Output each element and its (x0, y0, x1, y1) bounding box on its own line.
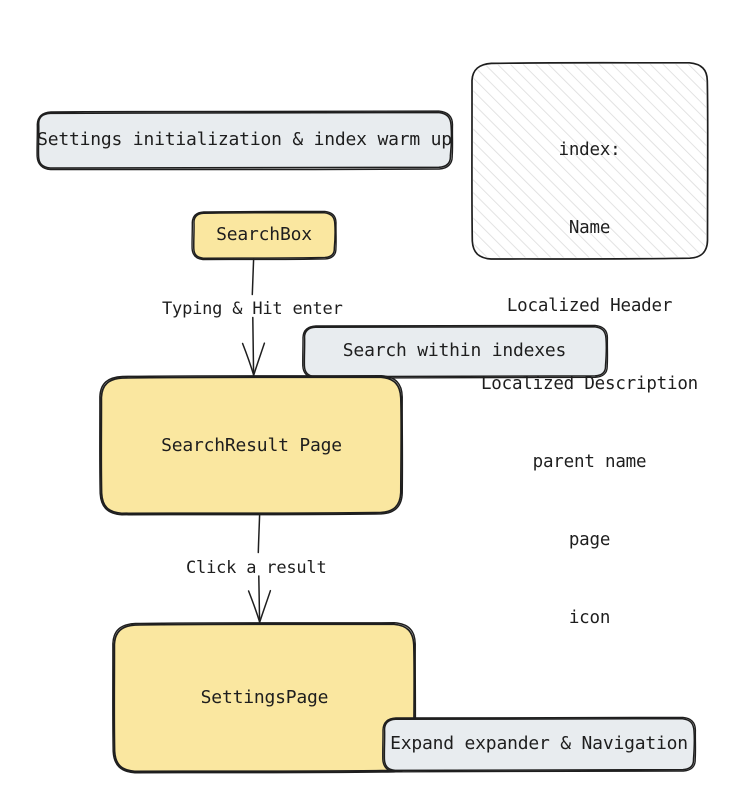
node-search-result-page[interactable] (99, 375, 404, 516)
node-expand-expander[interactable] (382, 716, 697, 773)
node-index-card-label: index: Name Localized Header Localized D… (473, 85, 706, 683)
index-line-3: Localized Description (480, 374, 699, 394)
index-line-0: index: (558, 140, 621, 160)
edge-click-label: Click a result (186, 558, 327, 578)
edge-click-arrow (247, 514, 272, 623)
index-line-2: Localized Header (506, 296, 673, 316)
node-index-card[interactable] (471, 61, 709, 260)
edge-typing-label: Typing & Hit enter (162, 299, 343, 319)
edge-typing-arrow (241, 258, 266, 376)
index-line-4: parent name (532, 452, 647, 472)
node-settings-page[interactable] (112, 622, 417, 774)
node-settings-init[interactable] (36, 110, 454, 171)
index-line-5: page (568, 530, 611, 550)
node-search-within-indexes[interactable] (302, 324, 609, 379)
index-line-6: icon (568, 608, 611, 628)
node-search-box[interactable] (191, 210, 337, 261)
index-line-1: Name (568, 218, 611, 238)
